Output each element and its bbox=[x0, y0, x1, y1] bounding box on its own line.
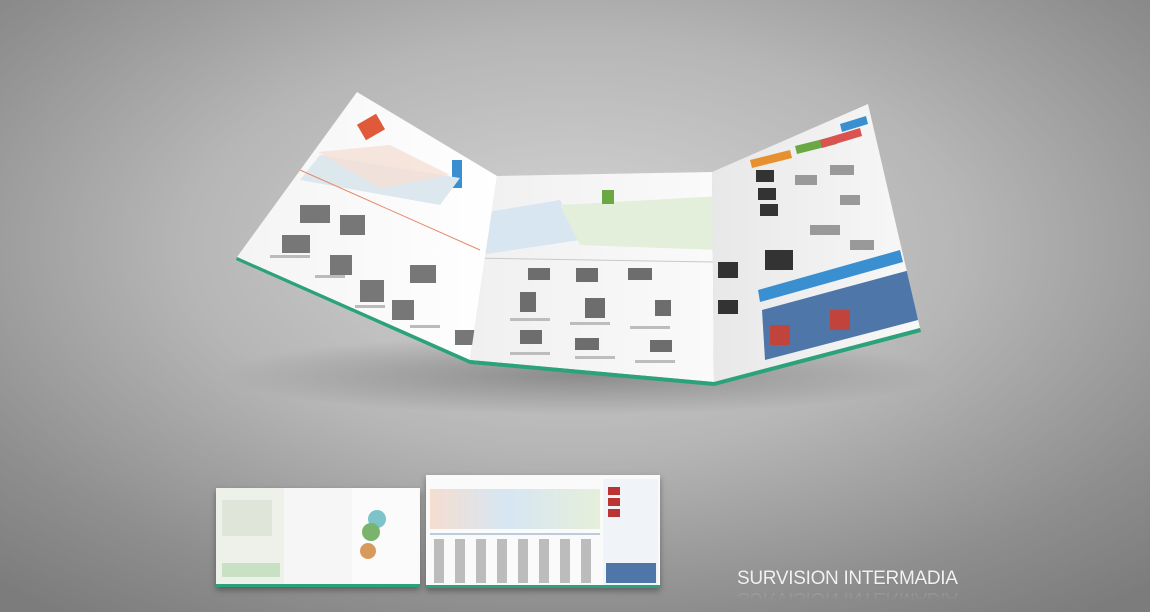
inside-hmi-screens bbox=[608, 487, 620, 517]
inside-product-grid bbox=[434, 539, 598, 583]
watermark-text: SURVISION INTERMADIA bbox=[737, 568, 958, 589]
brochure-middle-panel bbox=[470, 172, 714, 386]
thumbnail-brochure-cover[interactable] bbox=[216, 488, 420, 587]
cover-front-panel bbox=[352, 488, 420, 587]
thumbnail-brochure-inside[interactable] bbox=[426, 475, 660, 588]
brochure-left-panel bbox=[236, 92, 497, 364]
inside-green-strip bbox=[426, 585, 660, 588]
cover-green-strip bbox=[216, 584, 420, 587]
inside-scene-illustration bbox=[430, 489, 600, 529]
cover-city-illustration bbox=[222, 563, 280, 577]
cover-circle-orange bbox=[360, 543, 376, 559]
watermark-reflection: SURVISION INTERMADIA bbox=[737, 588, 958, 609]
inside-divider bbox=[430, 533, 600, 535]
brochure-right-panel bbox=[712, 104, 921, 386]
inside-factory-photo bbox=[606, 563, 656, 583]
cover-middle-panel bbox=[284, 488, 352, 587]
cover-circle-green bbox=[362, 523, 380, 541]
cover-image-block bbox=[222, 500, 272, 536]
